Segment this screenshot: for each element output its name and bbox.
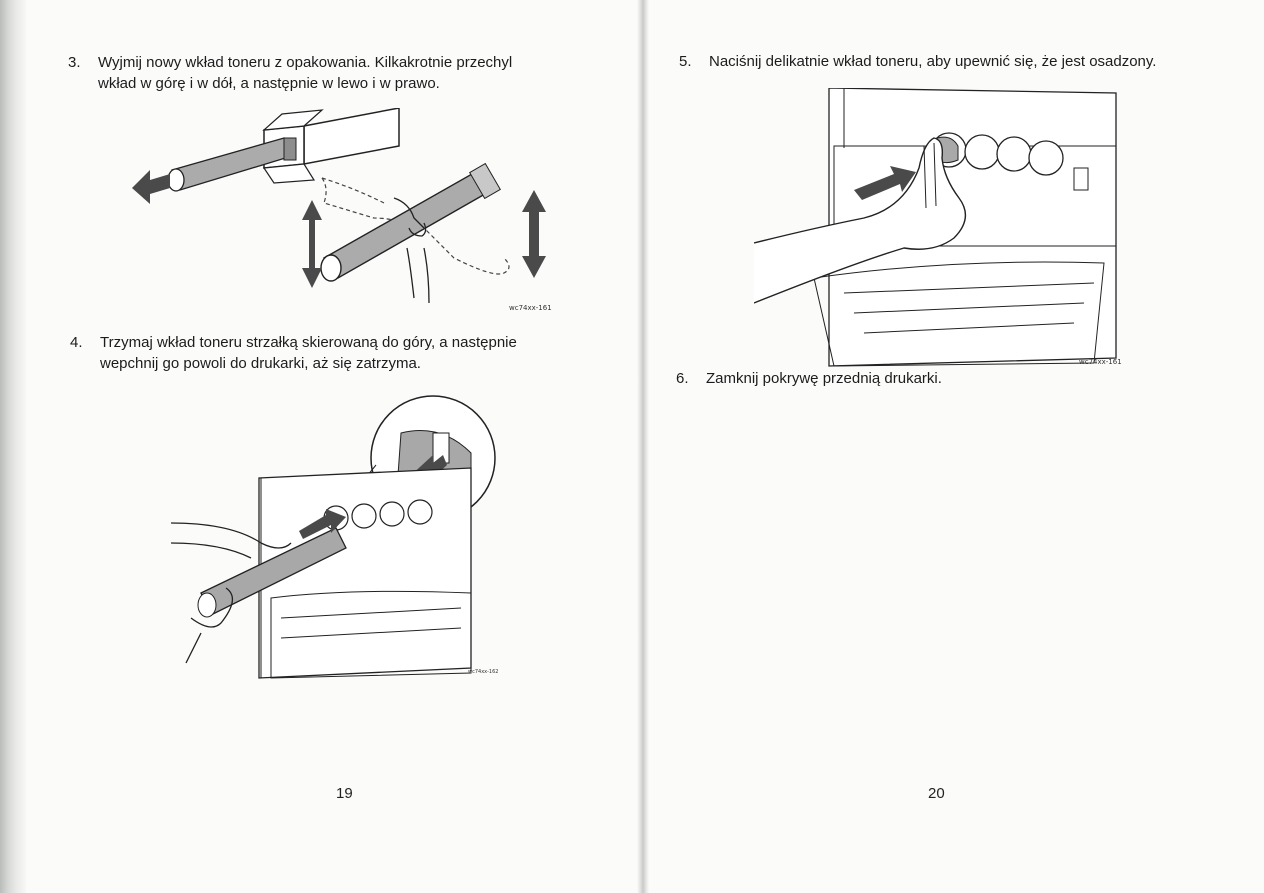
step-text: Trzymaj wkład toneru strzałką skierowaną… [100,334,517,372]
figure-code: wc74xx-162 [468,669,499,675]
step-5: 5. Naciśnij delikatnie wkład toneru, aby… [679,51,1254,73]
step-4: 4. Trzymaj wkład toneru strzałką skierow… [70,332,630,376]
step-text: Wyjmij nowy wkład toneru z opakowania. K… [98,54,513,92]
step-number: 6. [676,370,689,387]
step-text: Zamknij pokrywę przednią drukarki. [706,370,942,387]
center-fold [637,0,649,893]
page-number: 20 [928,785,945,802]
step-text: Naciśnij delikatnie wkład toneru, aby up… [709,53,1157,70]
step-number: 4. [70,334,83,351]
hand-illustration [754,137,967,304]
figure-code: wc74xx-161 [509,304,552,312]
figure-toner-insert: wc74xx-162 [171,393,501,683]
toner-cartridge-illustration [132,108,546,304]
step-number: 3. [68,54,81,71]
figure-toner-shake: wc74xx-161 [124,108,564,313]
step-6: 6. Zamknij pokrywę przednią drukarki. [676,368,1251,390]
figure-code: wc74xx-161 [1079,358,1122,366]
printer-illustration [754,88,1117,367]
step-3: 3. Wyjmij nowy wkład toneru z opakowania… [68,52,628,96]
push-arrow-icon [854,166,916,200]
figure-toner-press: wc74xx-161 [754,88,1124,370]
binding-shadow [0,0,26,893]
page-right: 5. Naciśnij delikatnie wkład toneru, aby… [649,0,1264,893]
push-arrow-icon [299,509,346,539]
page-number: 19 [336,785,353,802]
step-number: 5. [679,53,692,70]
printer-illustration [171,395,496,679]
page-left: 3. Wyjmij nowy wkład toneru z opakowania… [26,0,637,893]
